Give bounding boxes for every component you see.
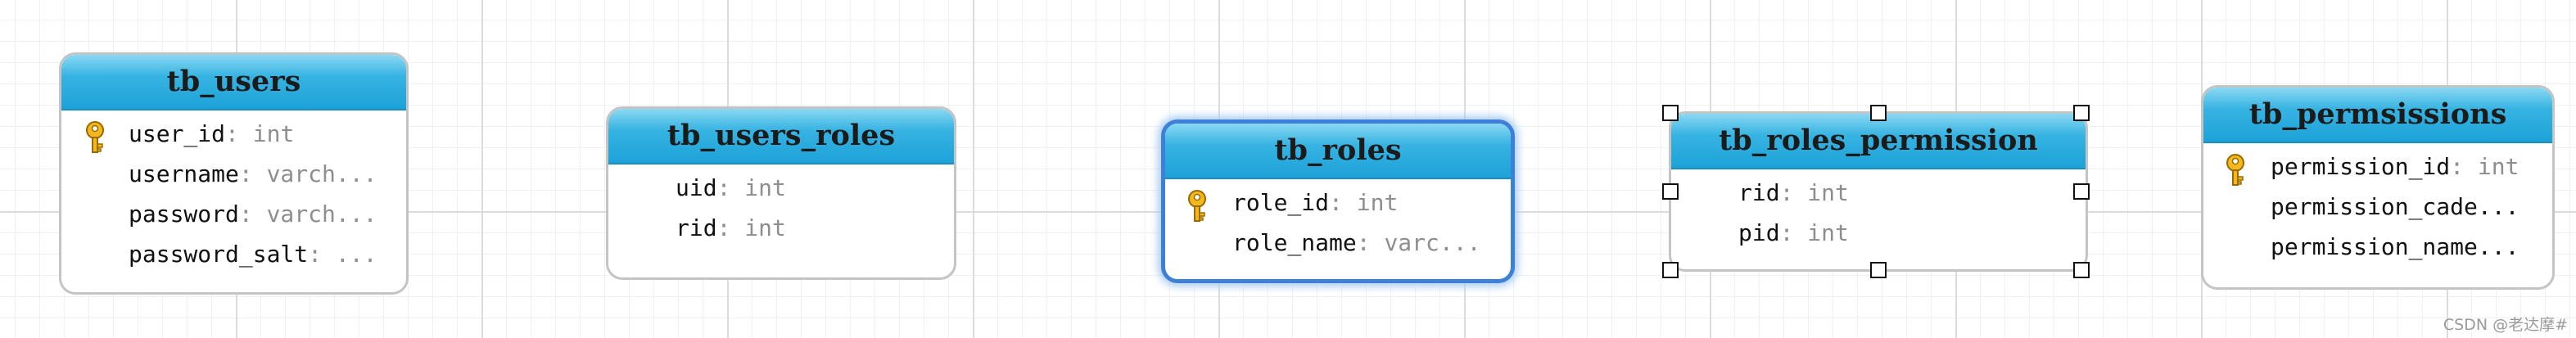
field-type: int [1356,189,1399,216]
field-name: role_name [1232,229,1357,256]
table-title: tb_roles_permission [1671,114,2086,169]
field-type: int [2477,153,2520,180]
field-name: permission_id [2271,153,2451,180]
field-row[interactable]: rid: int [1738,179,1849,206]
field-name: password [129,201,239,228]
resize-handle-right[interactable] [2073,183,2090,200]
table-card-tb-users-roles[interactable]: tb_users_roles uid: int rid: int [606,106,956,280]
resize-handle-top[interactable] [1870,105,1887,121]
field-type: varch... [266,201,377,228]
field-name: rid [676,214,717,241]
field-type: int [1807,179,1849,206]
field-type: int [744,214,786,241]
primary-key-icon [2223,153,2248,187]
resize-handle-bottom-left[interactable] [1662,262,1679,278]
field-row[interactable]: role_name: varc... [1232,229,1481,256]
resize-handle-bottom[interactable] [1870,262,1887,278]
resize-handle-bottom-right[interactable] [2073,262,2090,278]
field-name: role_id [1232,189,1330,216]
resize-handle-top-left[interactable] [1662,105,1679,121]
field-name: user_id [129,120,226,147]
table-card-tb-roles-permission[interactable]: tb_roles_permission rid: int pid: int [1669,111,2088,272]
field-row[interactable]: role_id: int [1165,183,1511,223]
field-row[interactable]: password: varch... [129,201,377,228]
field-type: ... [335,241,377,268]
field-row[interactable]: pid: int [1738,219,1849,246]
field-name: permission_name... [2271,233,2520,260]
table-title: tb_roles [1165,124,1511,179]
field-name: password_salt [129,241,309,268]
field-row[interactable]: username: varch... [129,160,377,187]
primary-key-icon [1185,189,1209,223]
table-card-tb-roles[interactable]: tb_roles role_id: int role_name: varc... [1161,119,1515,283]
table-card-tb-users[interactable]: tb_users user_id: int username: varch...… [59,52,409,295]
table-card-tb-permsissions[interactable]: tb_permsissions permission_id: int permi… [2201,85,2555,290]
field-type: int [744,174,786,201]
field-row[interactable]: rid: int [676,214,786,241]
table-title: tb_users_roles [608,109,954,164]
field-row[interactable]: permission_cade... [2203,187,2552,227]
field-type: int [252,120,295,147]
resize-handle-left[interactable] [1662,183,1679,200]
field-type: varch... [266,160,377,187]
field-row[interactable]: user_id: int [61,114,406,154]
field-type: varc... [1384,229,1481,256]
field-type: int [1807,219,1849,246]
field-row[interactable]: uid: int [676,174,786,201]
field-row[interactable]: permission_name... [2203,227,2552,267]
field-row[interactable]: password_salt: ... [129,241,377,268]
resize-handle-top-right[interactable] [2073,105,2090,121]
field-row[interactable]: permission_id: int [2203,146,2552,187]
field-name: rid [1738,179,1780,206]
field-name: uid [676,174,717,201]
watermark: CSDN @老达摩# [2443,316,2568,334]
table-title: tb_permsissions [2203,88,2552,143]
table-title: tb_users [61,55,406,110]
primary-key-icon [83,120,107,155]
field-name: username [129,160,239,187]
field-name: permission_cade... [2271,193,2520,220]
field-name: pid [1738,219,1780,246]
